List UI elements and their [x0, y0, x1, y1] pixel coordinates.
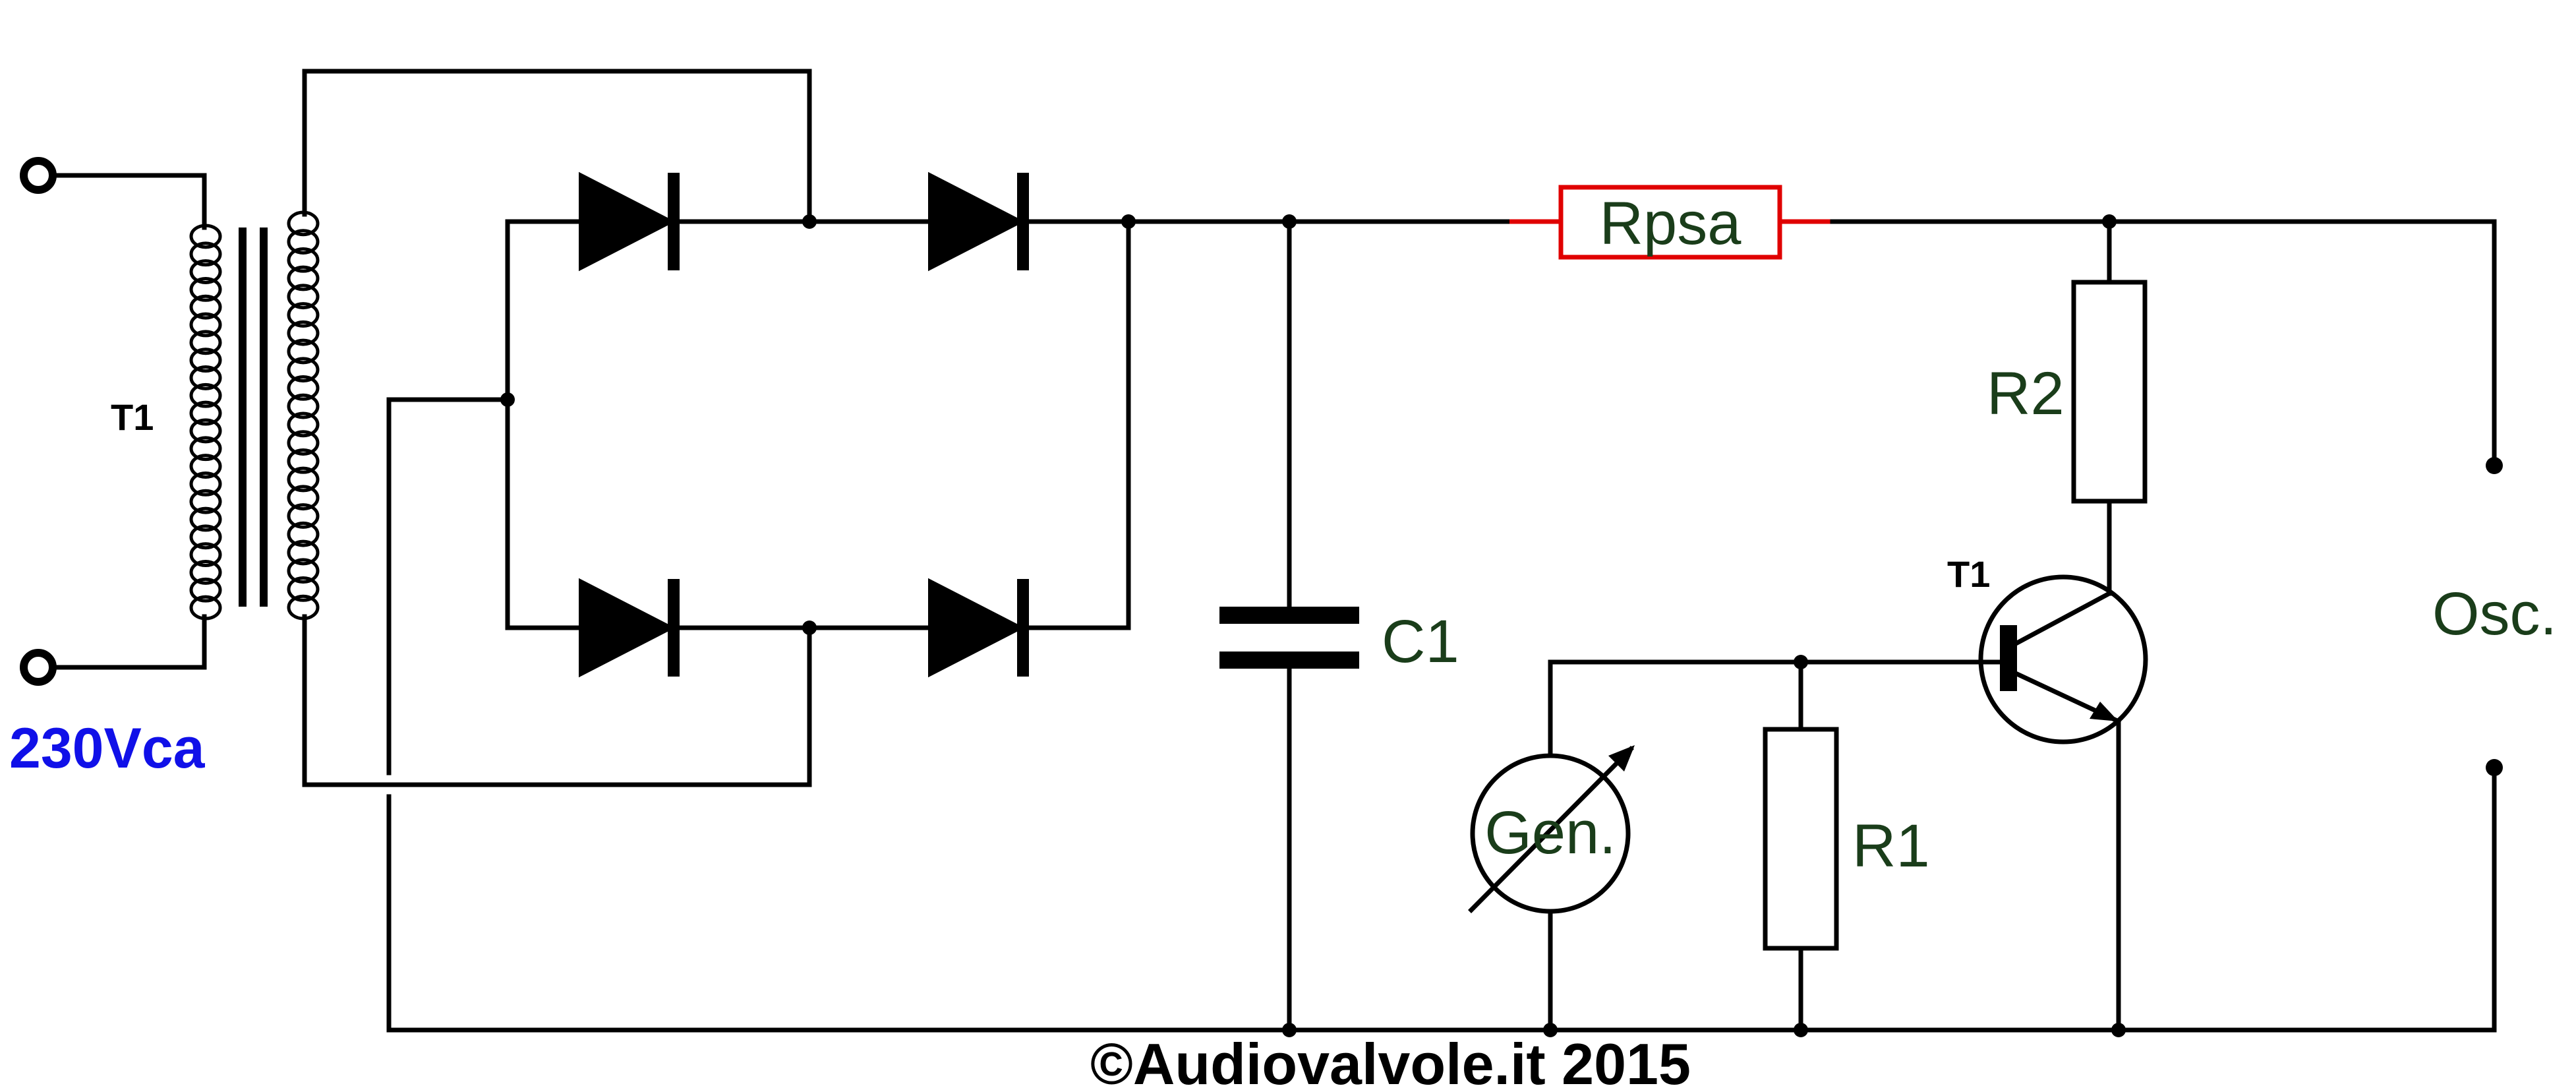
primary-coil-loop [189, 224, 222, 249]
signal-generator [1468, 745, 1635, 1033]
base-resistor-r1 [1763, 659, 1839, 1033]
primary-coil-loop [189, 312, 222, 338]
base-resistor-label: R1 [1852, 812, 1930, 880]
junction-dot [802, 214, 817, 229]
mains-voltage-label: 230Vca [9, 717, 206, 780]
primary-coil-loop [189, 330, 222, 355]
primary-coil-loop [189, 259, 222, 284]
osc-terminal-bottom [2486, 759, 2503, 776]
capacitor-plate-bottom [1219, 652, 1359, 669]
junction-dot [1543, 1023, 1558, 1037]
ground-rail [386, 764, 2497, 1033]
secondary-coil-loop [287, 539, 320, 566]
primary-coil-loop [189, 276, 222, 302]
junction-dot [2111, 1023, 2126, 1037]
secondary-coil-loop [287, 558, 320, 584]
mains-terminal-top [20, 157, 57, 194]
secondary-coil-loop [287, 448, 320, 474]
primary-coil-loop [189, 365, 222, 390]
junction-dot [1282, 214, 1297, 229]
primary-coil-loop [189, 400, 222, 426]
copyright-label: ©Audiovalvole.it 2015 [1090, 1031, 1691, 1092]
diode-bridge [500, 171, 1136, 678]
bridge-right-column [1020, 219, 1131, 630]
collector-resistor-r2 [2071, 219, 2148, 596]
junction-dot [500, 392, 515, 407]
transistor-t1 [1978, 574, 2148, 1033]
transformer-t1 [20, 69, 812, 1033]
primary-coil-loop [189, 489, 222, 514]
primary-lead-bottom [50, 614, 207, 670]
secondary-lead-top [302, 69, 812, 224]
sense-resistor-body [1558, 185, 1782, 260]
sense-resistor-label: Rpsa [1600, 190, 1742, 257]
secondary-winding [287, 210, 320, 621]
secondary-coil-loop [287, 357, 320, 383]
junction-dot [1282, 1023, 1297, 1037]
diode-d3 [579, 578, 680, 678]
secondary-coil-loop [287, 247, 320, 273]
primary-coil-loop [189, 294, 222, 320]
diode-d2 [928, 171, 1029, 272]
collector-resistor-label: R2 [1987, 360, 2064, 427]
diode-d4 [928, 578, 1029, 678]
transformer-label: T1 [111, 396, 154, 438]
primary-coil-loop [189, 524, 222, 550]
generator-label: Gen. [1484, 799, 1616, 866]
secondary-coil-loop [287, 302, 320, 328]
secondary-lead-bottom [302, 614, 812, 787]
capacitor-label: C1 [1382, 608, 1459, 675]
primary-coil-loop [189, 436, 222, 462]
primary-lead-top [50, 173, 207, 230]
secondary-coil-loop [287, 229, 320, 255]
transistor-label: T1 [1947, 553, 1990, 595]
secondary-coil-loop [287, 320, 320, 346]
secondary-coil-loop [287, 521, 320, 547]
primary-coil-loop [189, 542, 222, 568]
primary-coil-loop [189, 471, 222, 497]
secondary-coil-loop [287, 430, 320, 456]
secondary-coil-loop [287, 576, 320, 602]
oscilloscope-label: Osc. [2432, 580, 2557, 648]
primary-coil-loop [189, 506, 222, 532]
center-tap-wire [386, 397, 510, 775]
bridge-left-column [505, 219, 583, 630]
primary-coil-loop [189, 560, 222, 585]
capacitor-plate-top [1219, 607, 1359, 624]
primary-coil-loop [189, 241, 222, 267]
primary-coil-loop [189, 418, 222, 444]
secondary-coil-loop [287, 393, 320, 419]
secondary-coil-loop [287, 284, 320, 310]
junction-dot [802, 621, 817, 635]
mains-terminal-bottom [20, 649, 57, 686]
capacitor-c1 [1219, 219, 1359, 1033]
primary-coil-loop [189, 454, 222, 479]
secondary-coil-loop [287, 338, 320, 365]
primary-coil-loop [189, 382, 222, 408]
secondary-coil-loop [287, 485, 320, 511]
junction-dot [1794, 655, 1808, 669]
secondary-coil-loop [287, 265, 320, 291]
junction-dot [2102, 214, 2117, 229]
primary-winding [189, 224, 222, 621]
junction-dot [1794, 1023, 1808, 1037]
positive-rail-right [1830, 219, 2497, 464]
diode-d1 [579, 171, 680, 272]
secondary-coil-loop [287, 375, 320, 401]
primary-coil-loop [189, 595, 222, 621]
base-wire [1548, 659, 2003, 762]
osc-terminal-top [2486, 457, 2503, 474]
secondary-coil-loop [287, 503, 320, 529]
secondary-coil-loop [287, 411, 320, 438]
primary-coil-loop [189, 348, 222, 373]
primary-coil-loop [189, 577, 222, 603]
secondary-coil-loop [287, 466, 320, 493]
